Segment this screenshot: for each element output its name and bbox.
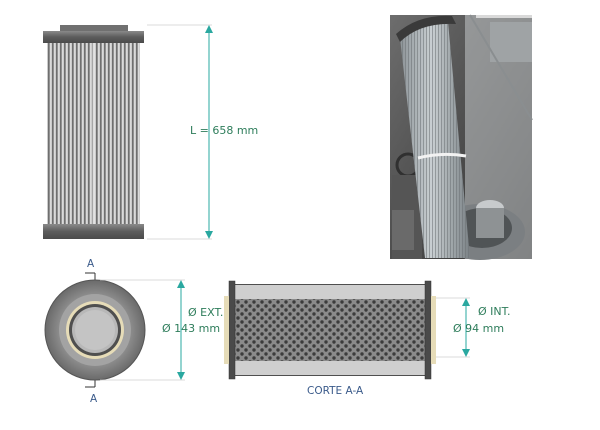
section-mark-top: A bbox=[87, 258, 95, 270]
section-title: CORTE A-A bbox=[307, 385, 364, 397]
length-dimension bbox=[147, 24, 213, 240]
inner-diameter-dimension bbox=[436, 297, 470, 358]
section-bottom-wall bbox=[235, 361, 425, 375]
outer-diameter-value: Ø 143 mm bbox=[162, 322, 221, 335]
front-view bbox=[43, 25, 144, 239]
inner-diameter-title: Ø INT. bbox=[478, 305, 511, 318]
section-view bbox=[224, 280, 436, 380]
section-core bbox=[235, 299, 425, 361]
section-mark-bottom: A bbox=[90, 393, 98, 405]
outer-diameter-dimension bbox=[100, 279, 185, 381]
inner-diameter-value: Ø 94 mm bbox=[453, 322, 505, 335]
end-view bbox=[44, 272, 146, 388]
installation-photo bbox=[390, 14, 533, 260]
section-top-wall bbox=[235, 285, 425, 299]
length-label: L = 658 mm bbox=[190, 124, 259, 137]
outer-diameter-title: Ø EXT. bbox=[188, 306, 224, 319]
top-flange bbox=[43, 31, 144, 43]
bottom-flange bbox=[43, 224, 144, 239]
top-cap bbox=[60, 25, 128, 31]
